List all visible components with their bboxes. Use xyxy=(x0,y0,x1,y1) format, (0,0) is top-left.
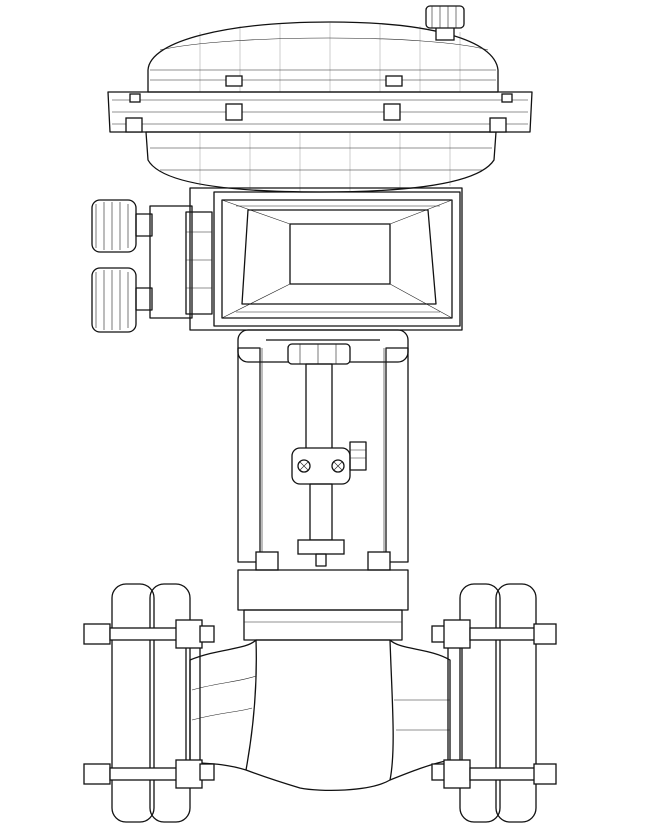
bonnet xyxy=(237,569,409,641)
flange-bolt-icon xyxy=(431,619,557,789)
pressure-gauge-icon xyxy=(91,199,153,253)
right-pipe-flange xyxy=(431,583,557,823)
positioner-housing xyxy=(91,187,463,333)
pressure-gauge-icon xyxy=(91,267,153,333)
vent-cap-icon xyxy=(425,5,465,41)
actuator-diaphragm xyxy=(107,5,533,193)
flange-bolt-icon xyxy=(125,75,513,133)
stem-connector-icon xyxy=(291,441,367,485)
left-pipe-flange xyxy=(83,583,215,823)
valve-body xyxy=(189,639,451,792)
yoke xyxy=(237,329,409,571)
flange-bolt-icon xyxy=(83,619,215,789)
